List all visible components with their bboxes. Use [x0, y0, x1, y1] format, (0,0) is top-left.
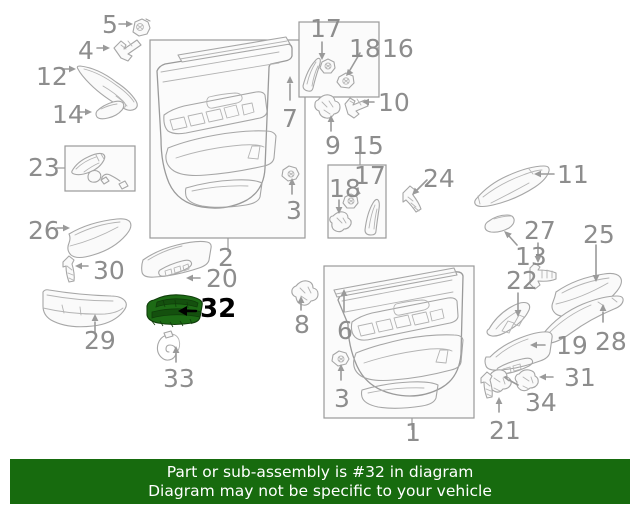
- callout-25: 25: [583, 220, 615, 249]
- part-13-cap: [484, 214, 515, 233]
- callout-4: 4: [78, 36, 94, 65]
- callout-1: 1: [405, 418, 421, 447]
- callout-13: 13: [515, 242, 547, 271]
- arrow-11: [534, 170, 555, 178]
- callout-26: 26: [28, 216, 60, 245]
- callout-3-rear: 3: [286, 196, 302, 225]
- callout-9: 9: [325, 131, 341, 160]
- callout-32-highlighted: 32: [200, 294, 237, 324]
- part-24-bolt: [402, 185, 422, 213]
- callout-7: 7: [282, 104, 298, 133]
- callout-30: 30: [93, 256, 125, 285]
- arrow-7: [286, 76, 294, 101]
- part-21-bolt: [480, 371, 493, 399]
- callout-18-group16: 18: [349, 34, 381, 63]
- part-10-bolt: [344, 97, 369, 119]
- arrow-13: [504, 231, 518, 246]
- arrow-17a: [318, 41, 326, 60]
- notice-line-2: Diagram may not be specific to your vehi…: [148, 481, 492, 500]
- part-14-cap: [95, 100, 125, 120]
- part-9-clip: [314, 94, 341, 119]
- callout-10: 10: [378, 88, 410, 117]
- arrow-29: [91, 314, 99, 333]
- arrow-21: [495, 397, 503, 413]
- callout-17-group15: 17: [354, 161, 386, 190]
- arrow-4: [96, 44, 110, 52]
- callout-29: 29: [84, 326, 116, 355]
- panel-1-front-door: [323, 265, 475, 419]
- part-11-trim: [474, 165, 550, 208]
- arrow-18a: [346, 52, 361, 76]
- arrow-17b: [354, 187, 361, 197]
- callout-28: 28: [595, 327, 627, 356]
- part-3a-clip: [281, 165, 300, 182]
- part-notice-banner: Part or sub-assembly is #32 in diagram D…: [10, 459, 630, 504]
- notice-line-1: Part or sub-assembly is #32 in diagram: [166, 462, 474, 481]
- arrow-14: [77, 108, 92, 116]
- callout-23: 23: [28, 153, 60, 182]
- callout-19: 19: [556, 331, 588, 360]
- part-26-armrest: [67, 218, 132, 259]
- arrow-20: [186, 274, 201, 282]
- callout-16: 16: [382, 34, 414, 63]
- arrow-8: [297, 296, 305, 311]
- arrow-9: [327, 115, 335, 132]
- part-20-rear-switch: [141, 240, 212, 278]
- callout-18-group15: 18: [329, 174, 361, 203]
- arrow-18b: [335, 199, 343, 214]
- arrow-22: [514, 292, 522, 317]
- arrow-33: [172, 346, 180, 363]
- callout-2: 2: [218, 243, 234, 272]
- part-32-window-switch-highlighted: [146, 294, 203, 328]
- group-23-box: [64, 145, 136, 192]
- part-12-trim: [76, 65, 138, 111]
- part-29-trim: [42, 289, 127, 328]
- arrow-31: [539, 373, 554, 381]
- callout-17-group16: 17: [310, 14, 342, 43]
- arrow-5: [118, 20, 133, 28]
- arrow-30: [75, 262, 89, 270]
- part-22-handle: [486, 301, 531, 337]
- callout-5: 5: [102, 10, 118, 39]
- callout-15: 15: [352, 131, 384, 160]
- arrow-24: [412, 179, 428, 195]
- arrow-27: [534, 242, 542, 263]
- callout-8: 8: [294, 310, 310, 339]
- arrow-3a: [288, 178, 296, 195]
- part-31-clip: [514, 369, 539, 392]
- part-5-clip: [132, 18, 151, 37]
- callout-3-front: 3: [334, 384, 350, 413]
- callout-27: 27: [524, 216, 556, 245]
- callout-31: 31: [564, 363, 596, 392]
- callout-34: 34: [525, 388, 557, 417]
- callout-11: 11: [557, 160, 589, 189]
- arrow-28: [599, 304, 607, 323]
- arrow-12: [61, 65, 76, 73]
- callout-20: 20: [206, 264, 238, 293]
- part-19-switch-bezel: [484, 331, 553, 375]
- group-15-box: [327, 164, 387, 239]
- callout-12: 12: [36, 62, 68, 91]
- part-27-bolt: [529, 262, 557, 290]
- arrow-32: [178, 306, 198, 316]
- callout-33: 33: [163, 364, 195, 393]
- arrow-10: [362, 98, 375, 106]
- arrow-25: [592, 244, 600, 282]
- arrow-19: [530, 341, 546, 349]
- arrow-34: [503, 375, 519, 386]
- callout-22: 22: [506, 266, 538, 295]
- arrow-3b: [337, 364, 345, 381]
- panel-2-rear-door: [149, 36, 306, 239]
- callout-6: 6: [337, 316, 353, 345]
- part-30-bolt: [62, 255, 75, 283]
- part-4-bolt: [113, 39, 142, 62]
- part-3b-clip: [331, 350, 350, 367]
- part-8-clip: [291, 280, 319, 306]
- callout-14: 14: [52, 100, 84, 129]
- arrow-6: [340, 289, 348, 313]
- callout-24: 24: [423, 164, 455, 193]
- callout-21: 21: [489, 416, 521, 445]
- arrow-26: [56, 224, 70, 232]
